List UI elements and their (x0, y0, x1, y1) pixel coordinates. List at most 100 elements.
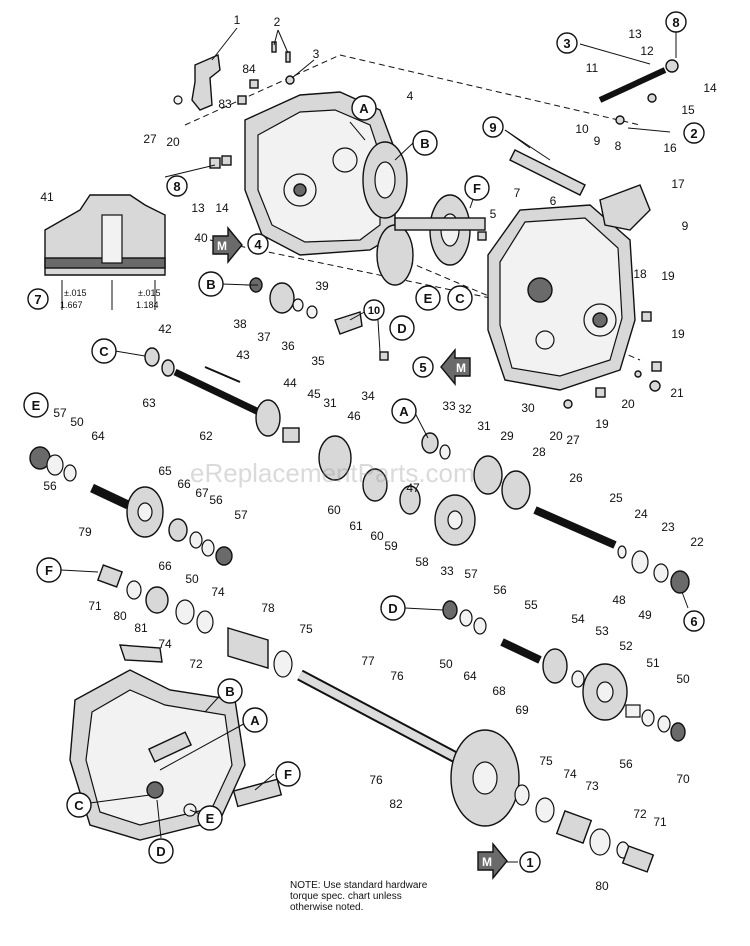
callout-12: 12 (640, 44, 654, 58)
callout-20-mid: 20 (621, 397, 635, 411)
callout-11: 11 (586, 61, 599, 75)
hardware-note: NOTE: Use standard hardware torque spec.… (290, 880, 490, 913)
svg-text:F: F (45, 563, 53, 578)
callout-50-mid: 50 (185, 572, 199, 586)
callout-49: 49 (638, 608, 652, 622)
callout-74-upper: 74 (211, 585, 225, 599)
svg-text:D: D (156, 844, 165, 859)
ref-e-lower: E (197, 805, 223, 831)
bushing-set-upper (96, 564, 293, 678)
callout-67: 67 (195, 486, 209, 500)
inset-section-view (44, 194, 166, 310)
callout-60-upper: 60 (327, 503, 341, 517)
callout-5-upper: 5 (490, 207, 497, 221)
callout-53: 53 (595, 624, 609, 638)
svg-text:±.015: ±.015 (64, 288, 86, 298)
callout-36: 36 (281, 339, 295, 353)
callout-19-upper: 19 (661, 269, 675, 283)
svg-text:C: C (74, 798, 84, 813)
callout-circled-7: 7 (27, 288, 49, 310)
callout-62: 62 (199, 429, 213, 443)
callout-13-left: 13 (191, 201, 205, 215)
callout-56-lower: 56 (619, 757, 633, 771)
callout-circled-2: 2 (683, 122, 705, 144)
callout-61: 61 (349, 519, 363, 533)
callout-8-mid: 8 (615, 139, 622, 153)
ref-d-mid: D (389, 315, 415, 341)
circled-references: A B F B E C D C A E F D B A F C E D (23, 95, 490, 864)
callout-27-lower: 27 (566, 433, 580, 447)
svg-text:E: E (32, 398, 41, 413)
callout-41: 41 (40, 190, 54, 204)
callout-32: 32 (458, 402, 472, 416)
callout-13-upper: 13 (628, 27, 642, 41)
callout-34: 34 (361, 389, 375, 403)
ref-d-lower: D (148, 838, 174, 864)
callout-56-right: 56 (493, 583, 507, 597)
ref-f-lower: F (275, 761, 301, 787)
svg-text:F: F (473, 181, 481, 196)
callout-43: 43 (236, 348, 250, 362)
svg-text:B: B (420, 136, 429, 151)
callout-76-upper: 76 (390, 669, 404, 683)
callout-16: 16 (663, 141, 677, 155)
callout-66-upper: 66 (177, 477, 191, 491)
svg-text:C: C (455, 291, 465, 306)
callout-circled-10: 10 (363, 299, 385, 321)
callout-54: 54 (571, 612, 585, 626)
callout-14-upper: 14 (703, 81, 717, 95)
callout-25: 25 (609, 491, 623, 505)
ref-c-mid: C (447, 285, 473, 311)
callout-45: 45 (307, 387, 321, 401)
callout-10-upper: 10 (575, 122, 589, 136)
ref-b-mid: B (198, 271, 224, 297)
callout-20-lower: 20 (549, 429, 563, 443)
ref-a-upper: A (351, 95, 377, 121)
callout-60-lower: 60 (370, 529, 384, 543)
svg-text:F: F (284, 767, 292, 782)
svg-text:A: A (399, 404, 409, 419)
ref-b-upper: B (412, 130, 438, 156)
callout-2: 2 (274, 15, 281, 29)
ref-e-mid: E (415, 285, 441, 311)
svg-text:8: 8 (173, 179, 180, 194)
callout-75-upper: 75 (299, 622, 313, 636)
input-shaft (144, 347, 300, 443)
callout-72-upper: 72 (189, 657, 203, 671)
callout-29: 29 (500, 429, 514, 443)
svg-text:±.015: ±.015 (138, 288, 160, 298)
callout-57-right: 57 (464, 567, 478, 581)
svg-text:D: D (397, 321, 406, 336)
callout-80-lower: 80 (595, 879, 609, 893)
svg-text:2: 2 (690, 126, 697, 141)
gear-train-right (442, 600, 686, 742)
countershaft (533, 506, 690, 594)
callout-22: 22 (690, 535, 704, 549)
ref-f-upper: F (464, 175, 490, 201)
callout-40: 40 (194, 231, 208, 245)
svg-text:5: 5 (419, 360, 426, 375)
callout-37: 37 (257, 330, 271, 344)
callout-7-upper: 7 (514, 186, 521, 200)
callout-66-lower: 66 (158, 559, 172, 573)
callout-76-lower: 76 (369, 773, 383, 787)
callout-64-left: 64 (91, 429, 105, 443)
callout-74-lower: 74 (563, 767, 577, 781)
callout-18: 18 (633, 267, 647, 281)
svg-text:8: 8 (672, 15, 679, 30)
svg-text:A: A (359, 101, 369, 116)
gear-cluster-46-47 (318, 435, 476, 546)
callout-71-lower: 71 (653, 815, 667, 829)
callout-56-mid: 56 (209, 493, 223, 507)
callout-31-right: 31 (477, 419, 491, 433)
callout-circled-8-left: 8 (166, 175, 188, 197)
gear-cluster-upper (362, 141, 486, 286)
callout-51: 51 (646, 656, 660, 670)
callout-79: 79 (78, 525, 92, 539)
callout-72-lower: 72 (633, 807, 647, 821)
inset-dimensions: ±.015 1.667 ±.015 1.184 (60, 288, 160, 310)
callout-71-upper: 71 (88, 599, 102, 613)
shift-bracket (173, 53, 221, 111)
svg-text:1: 1 (526, 855, 533, 870)
svg-text:7: 7 (34, 292, 41, 307)
